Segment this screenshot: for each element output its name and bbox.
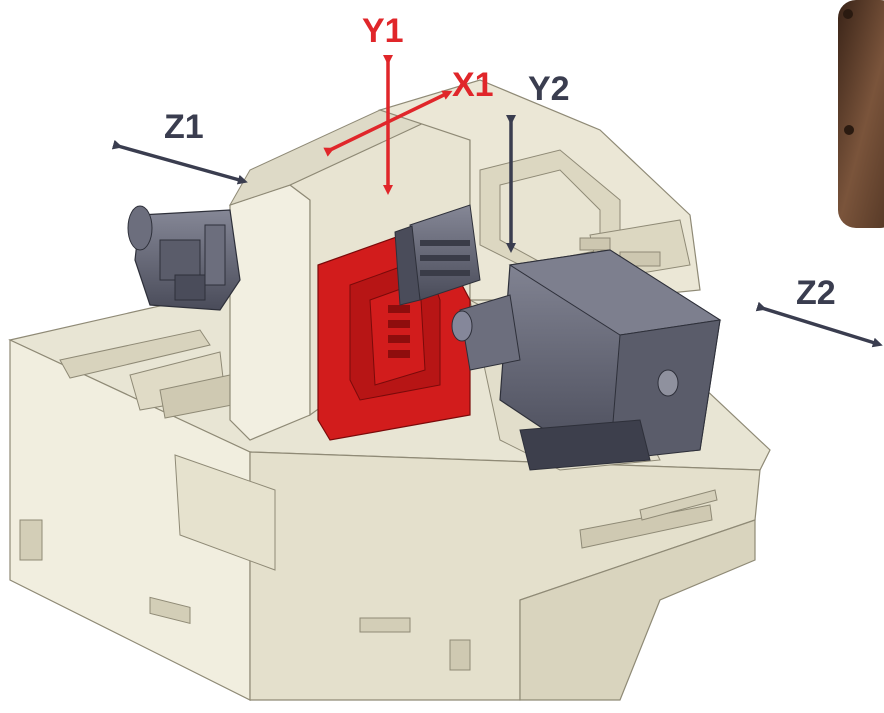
axis-arrows: [111, 55, 883, 348]
photo-inset: [838, 0, 884, 228]
z1-axis-arrow: [111, 139, 248, 185]
x1-axis-arrow: [323, 90, 453, 157]
left-spindle: [127, 205, 241, 311]
y1-label: Y1: [362, 12, 404, 50]
right-spindle: [451, 249, 722, 471]
z2-axis-arrow: [755, 301, 883, 348]
z1-label: Z1: [164, 108, 204, 146]
z2-label: Z2: [796, 274, 836, 312]
x1-label: X1: [452, 66, 494, 104]
y2-label: Y2: [528, 70, 570, 108]
upper-tool-block: [394, 204, 481, 306]
